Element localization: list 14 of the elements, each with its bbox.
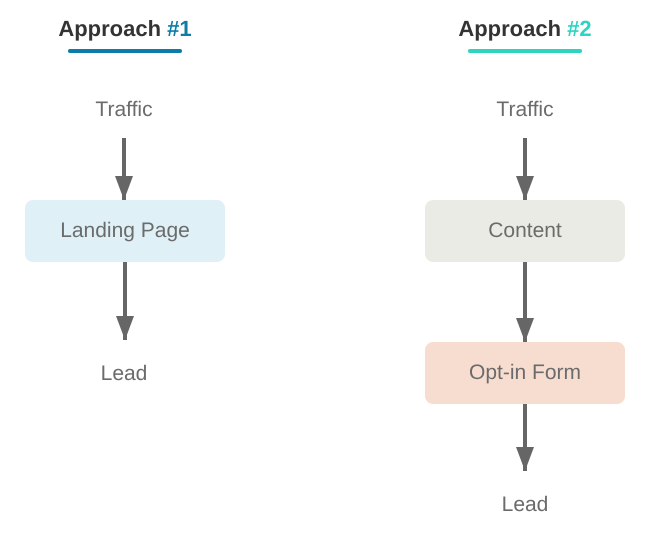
process-box: Content bbox=[425, 200, 625, 262]
flow-label: Lead bbox=[100, 362, 148, 386]
arrow bbox=[516, 404, 534, 471]
arrow bbox=[116, 262, 134, 340]
arrow bbox=[115, 138, 133, 200]
flow-label: Traffic bbox=[496, 98, 554, 122]
heading: Approach #2 bbox=[457, 16, 593, 42]
process-box: Landing Page bbox=[25, 200, 225, 262]
process-box: Opt-in Form bbox=[425, 342, 625, 404]
flow-label: Lead bbox=[502, 493, 548, 517]
arrow bbox=[516, 138, 534, 200]
heading: Approach #1 bbox=[57, 16, 193, 42]
arrow bbox=[516, 262, 534, 342]
flow-label: Traffic bbox=[95, 98, 153, 122]
